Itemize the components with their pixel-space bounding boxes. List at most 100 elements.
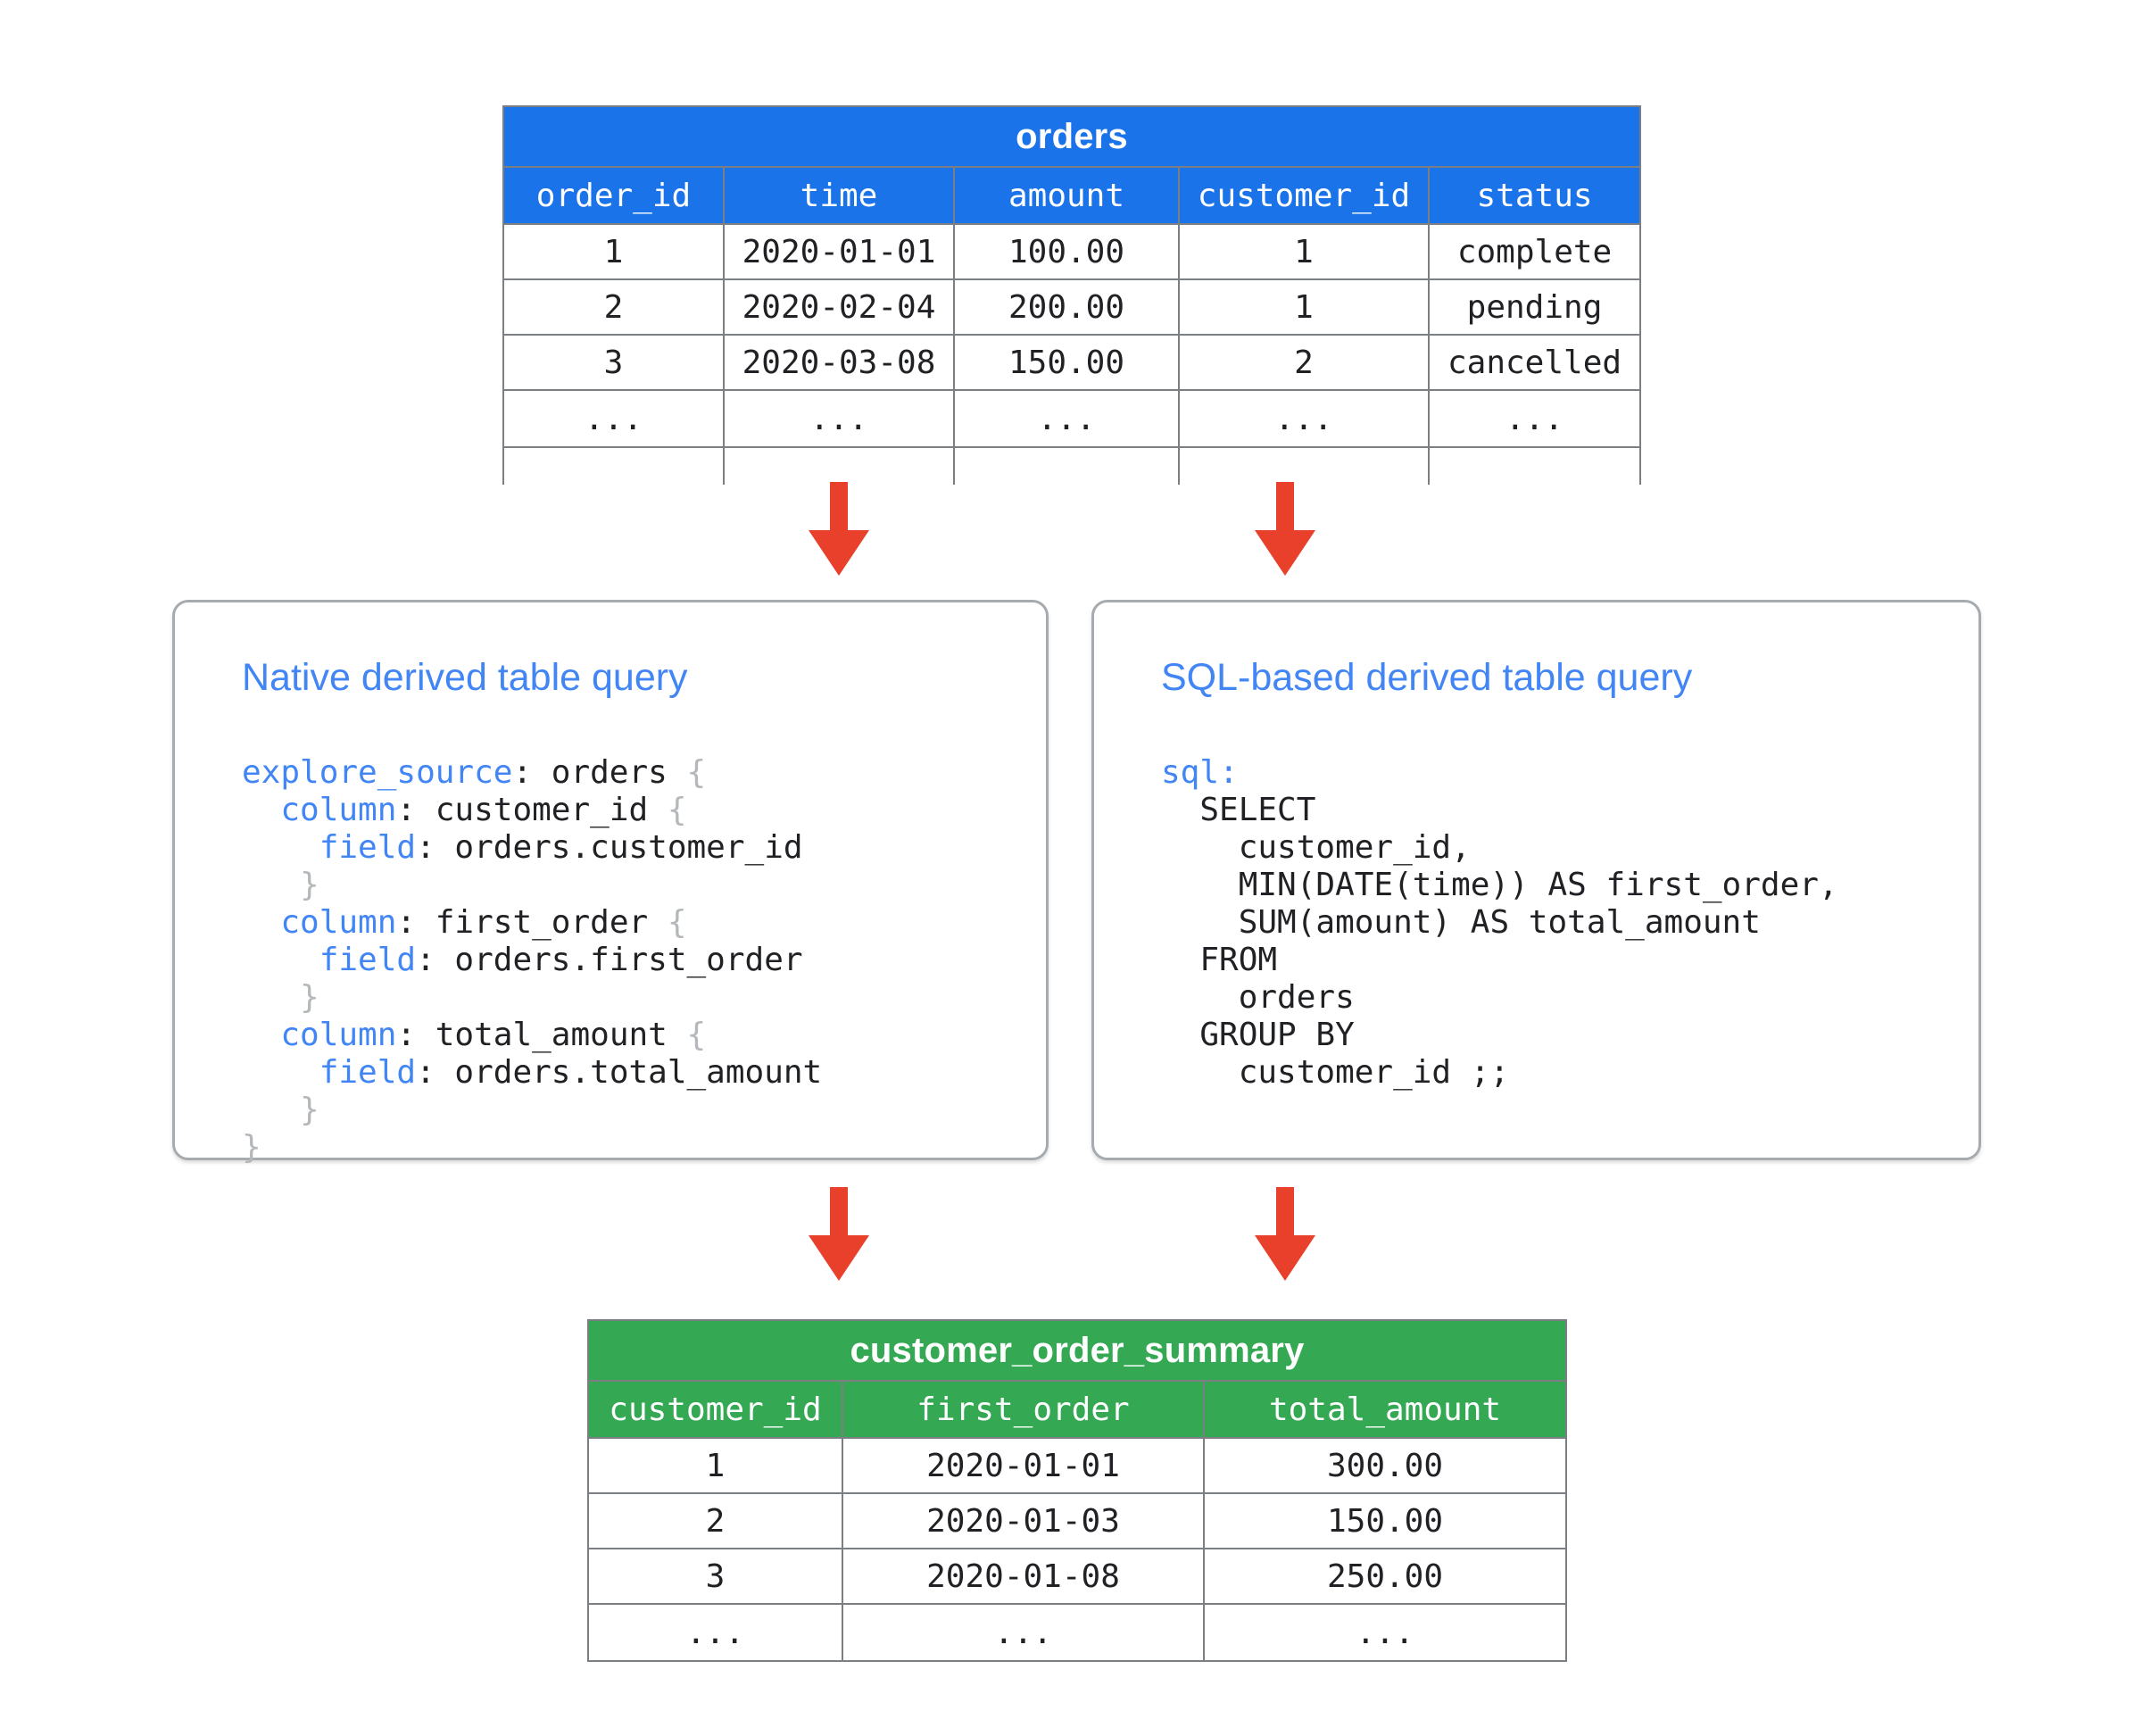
table-cell: pending <box>1427 278 1642 336</box>
table-cell: 150.00 <box>953 334 1180 391</box>
table-cell: 100.00 <box>953 223 1180 280</box>
table-cell: 300.00 <box>1203 1437 1567 1494</box>
table-cell: ... <box>587 1603 843 1662</box>
code-line: field: orders.first_order <box>242 942 822 979</box>
table-cell: ... <box>1178 389 1430 448</box>
code-brace: } <box>300 979 319 1016</box>
table-row-truncated <box>502 446 1642 485</box>
summary-title-row: customer_order_summary <box>587 1319 1567 1382</box>
code-line: sql: <box>1161 754 1838 792</box>
table-cell: ... <box>723 389 955 448</box>
native-derived-table-card: Native derived table query explore_sourc… <box>172 600 1049 1166</box>
orders-col-status: status <box>1427 166 1642 225</box>
code-line: } <box>242 1092 822 1129</box>
table-cell: 3 <box>502 334 725 391</box>
code-text: : first_order <box>396 904 668 941</box>
table-cell: 150.00 <box>1203 1492 1567 1549</box>
code-text: customer_id, <box>1161 829 1471 866</box>
native-card-title: Native derived table query <box>242 656 688 699</box>
orders-col-time: time <box>723 166 955 225</box>
code-text: : orders <box>512 754 687 791</box>
table-cell: ... <box>1427 389 1642 448</box>
sql-derived-table-card: SQL-based derived table query sql: SELEC… <box>1091 600 1981 1160</box>
code-line: } <box>242 979 822 1017</box>
code-line: SUM(amount) AS total_amount <box>1161 904 1838 942</box>
code-keyword: column <box>280 792 397 828</box>
arrow-sql-to-summary <box>1252 1187 1318 1282</box>
summary-col-customer-id: customer_id <box>587 1380 843 1439</box>
code-keyword: explore_source <box>242 754 513 791</box>
table-cell: ... <box>842 1603 1205 1662</box>
orders-table-title: orders <box>502 105 1642 168</box>
orders-col-customer-id: customer_id <box>1178 166 1430 225</box>
code-text: orders <box>1161 979 1355 1016</box>
table-row: ......... <box>587 1603 1567 1662</box>
table-cell: 2020-01-03 <box>842 1492 1205 1549</box>
table-cell: 200.00 <box>953 278 1180 336</box>
code-keyword: column <box>280 904 397 941</box>
table-cell: 2020-01-01 <box>723 223 955 280</box>
code-text <box>242 1092 300 1128</box>
code-text <box>242 792 280 828</box>
table-cell: ... <box>953 389 1180 448</box>
table-row: ............... <box>502 389 1642 448</box>
table-cell <box>723 446 955 485</box>
table-cell: ... <box>502 389 725 448</box>
table-cell: 2020-02-04 <box>723 278 955 336</box>
orders-col-order-id: order_id <box>502 166 725 225</box>
orders-header-row: order_id time amount customer_id status <box>502 166 1642 225</box>
code-line: field: orders.customer_id <box>242 829 822 867</box>
table-cell: 2 <box>502 278 725 336</box>
orders-source-table: orders order_id time amount customer_id … <box>502 105 1642 485</box>
arrow-orders-to-native <box>806 482 872 577</box>
code-brace: } <box>300 867 319 903</box>
orders-col-amount: amount <box>953 166 1180 225</box>
code-line: customer_id, <box>1161 829 1838 867</box>
native-code-block: explore_source: orders { column: custome… <box>242 754 822 1167</box>
table-cell <box>1178 446 1430 485</box>
code-line: explore_source: orders { <box>242 754 822 792</box>
code-text: customer_id ;; <box>1161 1054 1510 1091</box>
code-text <box>242 979 300 1016</box>
orders-title-row: orders <box>502 105 1642 168</box>
table-cell: 1 <box>1178 223 1430 280</box>
code-line: MIN(DATE(time)) AS first_order, <box>1161 867 1838 904</box>
code-text <box>242 904 280 941</box>
code-line: column: customer_id { <box>242 792 822 829</box>
code-text: SELECT <box>1161 792 1316 828</box>
code-text: : orders.first_order <box>416 942 803 978</box>
summary-header-row: customer_id first_order total_amount <box>587 1380 1567 1439</box>
code-brace: } <box>300 1092 319 1128</box>
code-keyword: sql: <box>1161 754 1239 791</box>
code-line: FROM <box>1161 942 1838 979</box>
code-text: : customer_id <box>396 792 668 828</box>
table-cell: 1 <box>502 223 725 280</box>
table-cell: 1 <box>1178 278 1430 336</box>
code-line: orders <box>1161 979 1838 1017</box>
table-cell: 2020-03-08 <box>723 334 955 391</box>
arrow-native-to-summary <box>806 1187 872 1282</box>
code-text <box>242 942 319 978</box>
code-keyword: field <box>319 829 417 866</box>
code-keyword: column <box>280 1017 397 1053</box>
sql-card-title: SQL-based derived table query <box>1161 656 1693 699</box>
code-keyword: field <box>319 942 417 978</box>
table-cell: 2 <box>1178 334 1430 391</box>
table-cell: 2020-01-08 <box>842 1548 1205 1605</box>
code-text <box>242 829 319 866</box>
code-text <box>242 1054 319 1091</box>
sql-code-block: sql: SELECT customer_id, MIN(DATE(time))… <box>1161 754 1838 1092</box>
table-cell: 2020-01-01 <box>842 1437 1205 1494</box>
code-text: GROUP BY <box>1161 1017 1355 1053</box>
code-line: SELECT <box>1161 792 1838 829</box>
table-cell: 2 <box>587 1492 843 1549</box>
table-cell: 250.00 <box>1203 1548 1567 1605</box>
arrow-orders-to-sql <box>1252 482 1318 577</box>
code-brace: { <box>667 904 687 941</box>
code-brace: { <box>667 792 687 828</box>
